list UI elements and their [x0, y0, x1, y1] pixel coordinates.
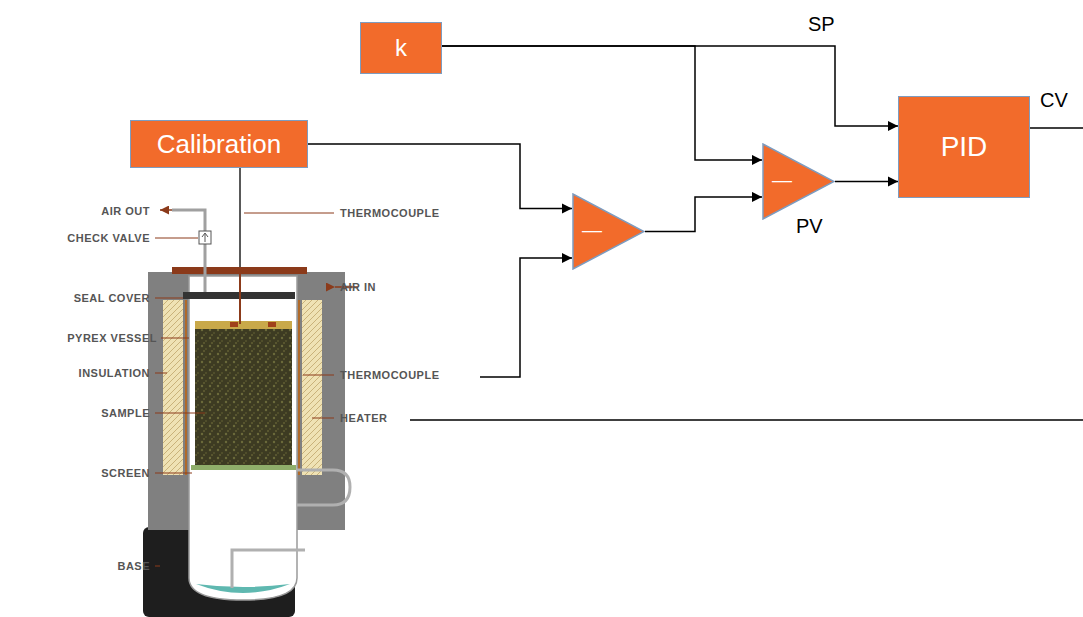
part-name: HEATER — [340, 412, 387, 425]
cv-wire — [1030, 127, 1083, 129]
thermocouple-wire — [239, 168, 241, 267]
part-name: SAMPLE — [101, 407, 150, 420]
signal-connector — [308, 144, 572, 208]
signal-connector — [835, 181, 898, 183]
signal-connector — [442, 46, 898, 126]
box-label: k — [395, 35, 407, 61]
subtractor-triangle — [763, 144, 834, 219]
leader-lines — [155, 213, 334, 566]
part-name: SEAL COVER — [74, 292, 150, 305]
thermocouple-probe — [239, 274, 241, 324]
liquid — [196, 584, 290, 593]
subtractor: — — [762, 143, 835, 220]
subtractor: — — [572, 193, 645, 270]
heater-wire — [410, 419, 1083, 421]
signal-connector — [442, 46, 762, 160]
subtractor-triangle — [573, 194, 644, 269]
sample-top — [195, 321, 292, 329]
screen — [191, 465, 296, 470]
thermocouple-tip — [230, 322, 238, 327]
part-name: AIR IN — [340, 281, 376, 294]
check-valve — [202, 233, 208, 242]
signal-name: PV — [796, 215, 823, 238]
insulation — [302, 300, 322, 475]
part-name: THERMOCOUPLE — [340, 369, 440, 382]
part-name: BASE — [117, 560, 150, 573]
box-label: Calibration — [157, 130, 281, 159]
air-out-tube — [172, 210, 205, 292]
part-name: THERMOCOUPLE — [340, 207, 440, 220]
heater — [298, 300, 300, 475]
pid-controller: PID — [898, 96, 1030, 198]
signal-name: CV — [1040, 89, 1068, 112]
part-name: CHECK VALVE — [67, 232, 150, 245]
sample — [195, 328, 292, 465]
gain-box: k — [360, 22, 442, 74]
part-name: INSULATION — [79, 367, 150, 380]
heater — [185, 300, 187, 475]
part-name: SCREEN — [101, 467, 150, 480]
part-name: AIR OUT — [101, 205, 150, 218]
lid — [172, 267, 307, 274]
insulation — [163, 300, 183, 475]
signal-name: SP — [808, 13, 835, 36]
part-name: PYREX VESSEL — [67, 332, 157, 345]
calibration-box: Calibration — [130, 120, 308, 168]
check-valve — [199, 231, 211, 244]
minus-sign: — — [582, 219, 602, 241]
signal-connector — [645, 197, 762, 232]
box-label: PID — [941, 132, 988, 163]
minus-sign: — — [772, 169, 792, 191]
thermocouple-wire — [480, 258, 572, 377]
air-out-arrow — [160, 209, 172, 211]
thermocouple-tip — [268, 322, 276, 327]
return-tube — [232, 470, 350, 588]
